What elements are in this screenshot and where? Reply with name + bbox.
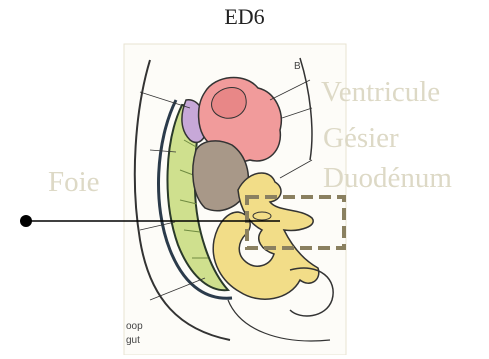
figure-text-oop: oop [126, 322, 143, 332]
label-duodenum: Duodénum [323, 164, 452, 193]
figure-title: ED6 [0, 4, 489, 30]
label-foie: Foie [48, 168, 100, 197]
figure-text-gut: gut [126, 336, 140, 346]
label-ventricule: Ventricule [321, 78, 440, 107]
duodenum-opening [253, 212, 271, 220]
label-gesier: Gésier [323, 124, 399, 153]
figure-text-b: B [294, 62, 301, 72]
pointer-dot [20, 215, 32, 227]
